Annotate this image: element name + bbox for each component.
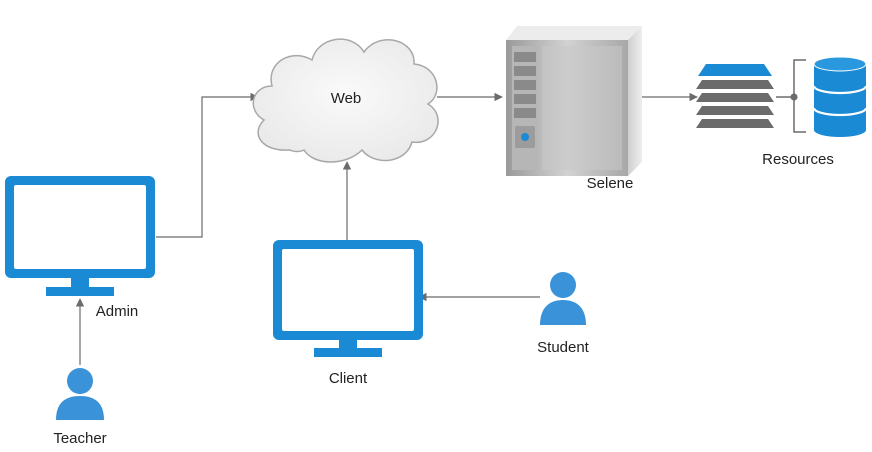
user-icon: [56, 368, 104, 420]
bracket-connector: [776, 59, 806, 133]
server-tower-icon: [506, 26, 642, 176]
server-label: Selene: [587, 175, 634, 192]
monitor-icon: [5, 176, 155, 296]
admin-label: Admin: [96, 303, 139, 320]
web-label: Web: [331, 90, 362, 107]
user-icon: [540, 272, 586, 325]
database-icon: [812, 56, 868, 137]
client-label: Client: [329, 370, 368, 387]
node-resources: Resources: [696, 56, 868, 168]
node-admin: Admin: [5, 176, 155, 320]
edge-admin-web: [156, 92, 259, 238]
node-server: Selene: [506, 26, 642, 192]
cloud-icon: [252, 38, 439, 163]
layers-stack-icon: [696, 64, 774, 128]
node-client: Client: [273, 240, 423, 387]
teacher-label: Teacher: [53, 430, 106, 447]
node-web: Web: [252, 38, 439, 163]
monitor-icon: [273, 240, 423, 357]
connectors: [75, 92, 698, 365]
student-label: Student: [537, 339, 590, 356]
resources-label: Resources: [762, 151, 834, 168]
node-teacher: Teacher: [53, 368, 107, 447]
node-student: Student: [537, 272, 590, 356]
